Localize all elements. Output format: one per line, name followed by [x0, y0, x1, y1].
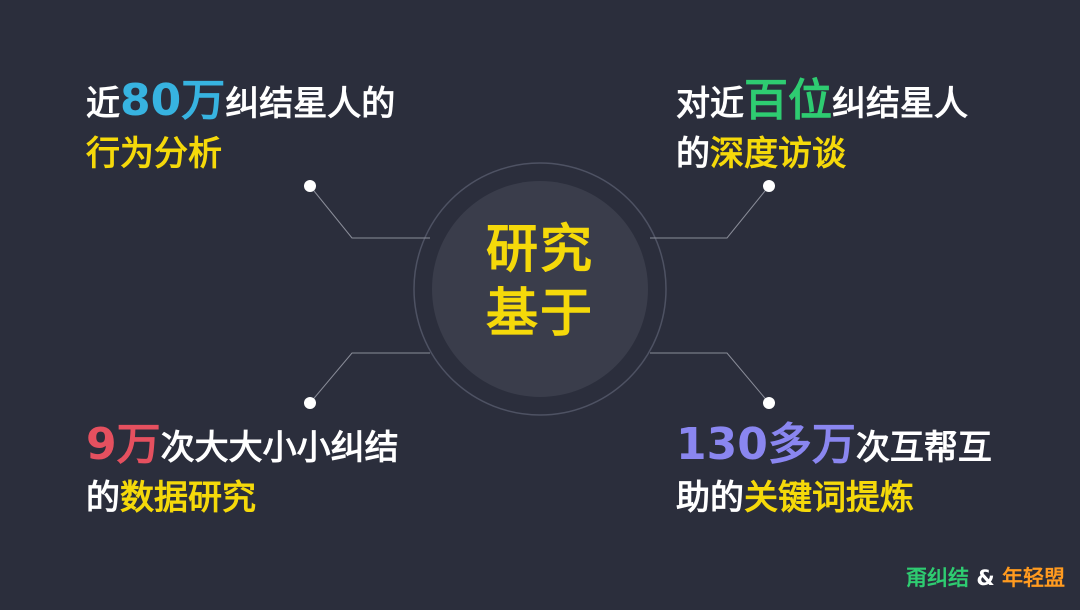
point-bottom-right-line2-highlight: 关键词提炼 — [744, 478, 914, 518]
point-bottom-right-line2-prefix: 助的 — [676, 478, 744, 518]
brand-logo-secondary: 年轻盟 — [1001, 566, 1065, 590]
connector-bottom-right — [650, 352, 770, 404]
point-bottom-left-number: 9万 — [86, 419, 161, 470]
point-bottom-right-number: 130多万 — [676, 419, 856, 470]
connector-top-left — [309, 185, 430, 239]
brand-logo-ampersand: & — [976, 566, 995, 590]
point-top-left: 近80万纠结星人的 行为分析 — [86, 76, 395, 179]
dot-bottom-left — [304, 397, 316, 409]
dot-top-left — [304, 180, 316, 192]
point-bottom-left-line2-highlight: 数据研究 — [120, 478, 256, 518]
point-top-right-line2-highlight: 深度访谈 — [710, 134, 846, 174]
point-top-right-line2: 的深度访谈 — [676, 129, 968, 179]
center-outer-ring — [413, 162, 667, 416]
point-top-right-line1: 对近百位纠结星人 — [676, 76, 968, 129]
dot-bottom-right — [763, 397, 775, 409]
brand-logo-primary: 甭纠结 — [906, 566, 969, 590]
point-top-left-suffix: 纠结星人的 — [225, 84, 396, 124]
point-top-left-line2: 行为分析 — [86, 134, 222, 174]
center-title-line2: 基于 — [485, 284, 594, 344]
point-bottom-left-suffix: 次大大小小纠结 — [160, 428, 399, 468]
dot-top-right — [763, 180, 775, 192]
point-top-right-prefix: 对近 — [676, 84, 744, 124]
center-inner-circle — [432, 181, 648, 397]
point-bottom-right-line1: 130多万次互帮互 — [676, 420, 992, 473]
point-top-right-number: 百位 — [744, 75, 832, 126]
point-top-left-line1: 近80万纠结星人的 — [86, 76, 395, 129]
point-bottom-left-line1: 9万次大大小小纠结 — [86, 420, 399, 473]
point-top-right: 对近百位纠结星人 的深度访谈 — [676, 76, 968, 179]
brand-logo: 甭纠结 & 年轻盟 — [906, 562, 1065, 592]
point-bottom-left: 9万次大大小小纠结 的数据研究 — [86, 420, 399, 523]
center-title-line1: 研究 — [485, 220, 594, 280]
point-top-left-number: 80万 — [120, 75, 226, 126]
point-bottom-left-line2: 的数据研究 — [86, 473, 399, 523]
connector-bottom-left — [309, 352, 430, 404]
connector-top-right — [650, 185, 770, 239]
point-bottom-right-suffix: 次互帮互 — [855, 428, 992, 468]
point-bottom-right-line2: 助的关键词提炼 — [676, 473, 992, 523]
point-bottom-left-line2-prefix: 的 — [86, 478, 120, 518]
point-bottom-right: 130多万次互帮互 助的关键词提炼 — [676, 420, 992, 523]
center-title: 研究 基于 — [440, 218, 640, 346]
point-top-right-suffix: 纠结星人 — [832, 84, 968, 124]
point-top-left-prefix: 近 — [86, 84, 120, 124]
point-top-right-line2-prefix: 的 — [676, 134, 710, 174]
